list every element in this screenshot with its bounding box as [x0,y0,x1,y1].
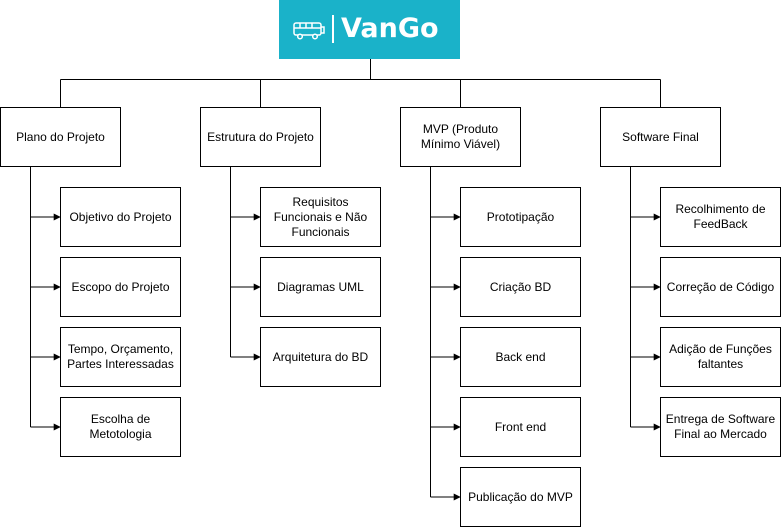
task-box-adicao-funcoes: Adição de Funções faltantes [660,327,781,387]
phase-box-estrutura-do-projeto: Estrutura do Projeto [200,107,321,167]
logo-divider [332,15,334,43]
task-box-metotologia: Escolha de Metotologia [60,397,181,457]
task-box-prototipacao: Prototipação [460,187,581,247]
task-box-arquitetura-bd: Arquitetura do BD [260,327,381,387]
task-box-front-end: Front end [460,397,581,457]
phase-box-mvp: MVP (Produto Mínimo Viável) [400,107,521,167]
bus-icon [293,22,325,40]
phase-box-plano-do-projeto: Plano do Projeto [0,107,121,167]
task-box-diagramas-uml: Diagramas UML [260,257,381,317]
task-box-feedback: Recolhimento de FeedBack [660,187,781,247]
brand-name: VanGo [341,13,439,44]
task-box-entrega-software: Entrega de Software Final ao Mercado [660,397,781,457]
task-box-back-end: Back end [460,327,581,387]
task-box-publicacao-mvp: Publicação do MVP [460,467,581,527]
task-box-requisitos: Requisitos Funcionais e Não Funcionais [260,187,381,247]
vango-logo: VanGo [279,0,460,59]
task-box-objetivo: Objetivo do Projeto [60,187,181,247]
phase-box-software-final: Software Final [600,107,721,167]
task-box-correcao-codigo: Correção de Código [660,257,781,317]
task-box-tempo-orcamento: Tempo, Orçamento, Partes Interessadas [60,327,181,387]
task-box-escopo: Escopo do Projeto [60,257,181,317]
task-box-criacao-bd: Criação BD [460,257,581,317]
